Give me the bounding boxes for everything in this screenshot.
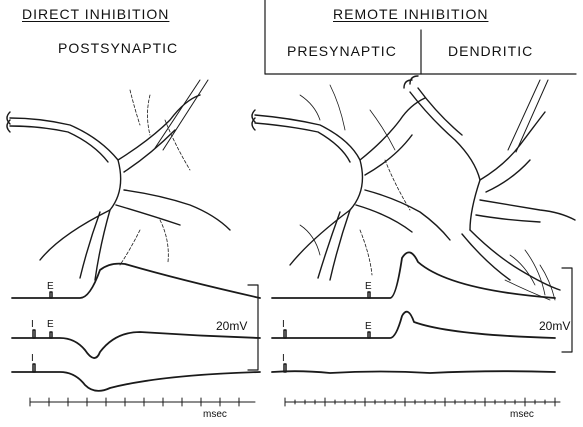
- marker-e-left-1: E: [47, 281, 54, 292]
- marker-e-right-1: E: [365, 281, 372, 292]
- marker-e-left-2: E: [47, 319, 54, 330]
- synapse-terminals-dendritic: [505, 250, 555, 300]
- synapse-terminals-presynaptic: [300, 85, 410, 275]
- stimulus-marks-left: [33, 292, 52, 372]
- trace-right-3: [272, 371, 555, 373]
- trace-right-1: [272, 252, 555, 298]
- neuron-dendritic: [404, 76, 575, 290]
- time-axis-left: [30, 398, 255, 406]
- synapse-terminals-postsynaptic: [120, 90, 190, 265]
- voltage-scale-right: 20mV: [539, 319, 570, 333]
- time-label-right: msec: [510, 409, 534, 420]
- stimulus-marks-right: [284, 292, 370, 372]
- trace-left-2: [12, 332, 260, 358]
- marker-i-right-3: I: [282, 353, 285, 364]
- traces-remote: [272, 252, 555, 373]
- voltage-scale-left: 20mV: [216, 319, 247, 333]
- marker-e-right-2: E: [365, 321, 372, 332]
- marker-i-right-2: I: [282, 319, 285, 330]
- neuron-presynaptic: [252, 98, 450, 280]
- trace-right-2: [272, 312, 555, 338]
- marker-i-left-3: I: [31, 353, 34, 364]
- neuron-postsynaptic: [7, 80, 230, 280]
- trace-left-3: [12, 372, 260, 391]
- time-axis-right: [285, 398, 560, 406]
- time-label-left: msec: [203, 409, 227, 420]
- marker-i-left-2: I: [31, 319, 34, 330]
- scale-bracket-right: [562, 268, 572, 352]
